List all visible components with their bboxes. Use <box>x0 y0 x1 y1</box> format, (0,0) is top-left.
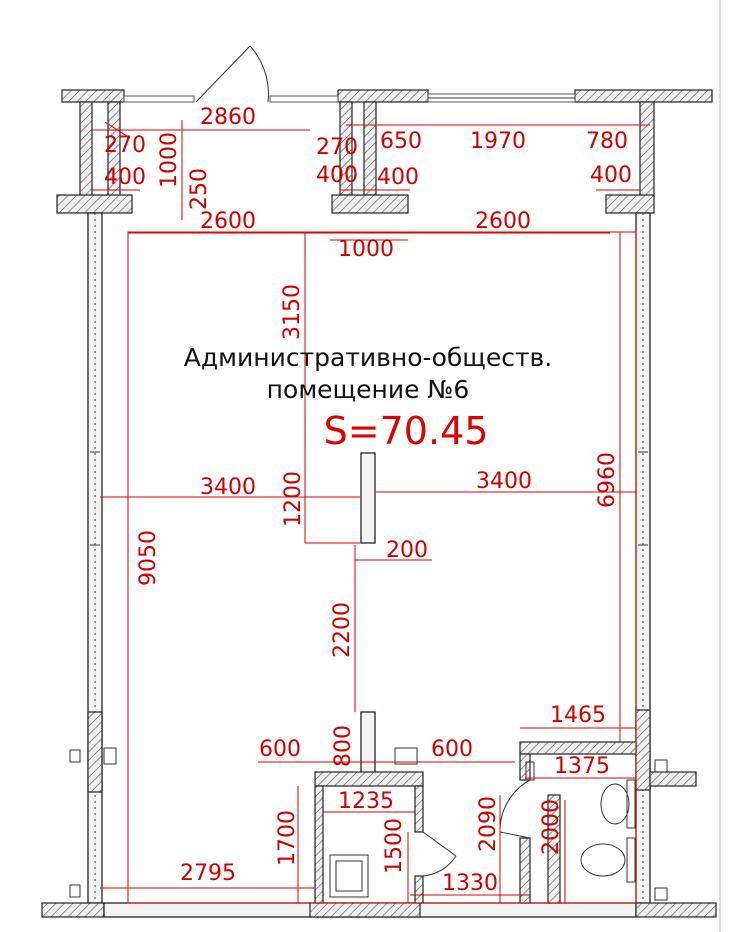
dim-270-left: 270 <box>104 133 146 158</box>
toilet-bowl-2 <box>580 843 626 877</box>
ledge-left <box>56 194 133 214</box>
dim-2600-left: 2600 <box>200 209 256 234</box>
dim-3400-right: 3400 <box>476 469 532 494</box>
dim-400-mid-right: 400 <box>377 165 419 190</box>
bottom-wall-right <box>635 902 717 918</box>
dimension-lines <box>92 120 650 903</box>
dim-270-mid: 270 <box>316 135 358 160</box>
dim-250-vertical: 250 <box>187 168 212 210</box>
room-name-line2: помещение №6 <box>267 375 470 404</box>
dim-1375: 1375 <box>554 754 610 779</box>
partitions <box>314 452 637 904</box>
dim-780: 780 <box>586 129 628 154</box>
column-marker-right <box>654 759 668 773</box>
dim-1000-vertical: 1000 <box>157 132 182 188</box>
dim-1235: 1235 <box>338 789 394 814</box>
column-marker-left <box>69 749 81 763</box>
dim-2200: 2200 <box>330 602 355 658</box>
bathroom-top-wall <box>314 771 424 787</box>
dim-3400-left: 3400 <box>200 475 256 500</box>
bathroom-door-leaf <box>422 831 457 857</box>
ledge-right <box>605 194 655 214</box>
pier-left-outer <box>79 101 93 198</box>
dim-600-left: 600 <box>259 737 301 762</box>
dim-3150: 3150 <box>280 284 305 340</box>
dim-800: 800 <box>331 725 356 767</box>
dim-1700: 1700 <box>275 810 300 866</box>
pier-right <box>639 101 655 198</box>
toilet-tank-1 <box>626 779 636 829</box>
dim-400-left: 400 <box>104 165 146 190</box>
dim-1465: 1465 <box>550 703 606 728</box>
dim-2000: 2000 <box>539 799 564 855</box>
dim-1200: 1200 <box>281 471 306 527</box>
top-wall <box>61 45 713 103</box>
dim-2090: 2090 <box>476 796 501 852</box>
column-marker-left2 <box>103 747 117 765</box>
dim-1500: 1500 <box>382 818 407 874</box>
dim-9050: 9050 <box>136 530 161 586</box>
dim-1330: 1330 <box>442 871 498 896</box>
room-name-line1: Административно-обществ. <box>184 343 552 372</box>
pier-mid-right <box>363 101 377 196</box>
bathroom-left-wall <box>314 785 324 904</box>
dimension-labels: 2860 270 1000 400 250 270 650 1970 780 4… <box>104 105 632 896</box>
right-wall-ledge <box>649 771 697 787</box>
window-top-mid <box>269 95 339 103</box>
bottom-wall-mid <box>309 902 421 918</box>
fixture-small <box>394 747 418 765</box>
toilet-tank-2 <box>626 837 636 883</box>
left-wall-pier <box>87 711 103 793</box>
dim-2795: 2795 <box>180 861 236 886</box>
dim-200: 200 <box>386 538 428 563</box>
dim-400-right: 400 <box>590 163 632 188</box>
central-partition <box>360 452 376 544</box>
dim-600-right: 600 <box>431 737 473 762</box>
toilet-left-wall-bottom <box>519 837 531 904</box>
toilet-bowl-1 <box>600 783 630 825</box>
right-wall-pier <box>635 709 651 791</box>
sink-fixture <box>329 854 369 898</box>
top-wall-right-cap <box>574 89 713 103</box>
dim-6960: 6960 <box>595 452 620 508</box>
toilet-left-wall-top <box>519 753 531 781</box>
top-wall-mid-cap <box>337 89 429 103</box>
entrance-door-leaf <box>195 45 251 103</box>
top-wall-left-cap <box>61 89 125 103</box>
toilet-top-wall <box>519 741 637 755</box>
room-area: S=70.45 <box>324 409 489 453</box>
entrance-door-swing <box>249 45 269 103</box>
window-top-left <box>123 95 195 103</box>
bottom-wall <box>41 902 717 918</box>
dim-1000-horizontal: 1000 <box>338 237 394 262</box>
bathroom-partition-top <box>360 711 376 775</box>
bathroom-right-wall-bottom <box>414 875 424 904</box>
ledge-mid <box>331 194 409 214</box>
bathroom-right-wall-top <box>414 785 424 833</box>
dim-2600-right: 2600 <box>475 209 531 234</box>
dim-400-mid-left: 400 <box>316 163 358 188</box>
dim-2860: 2860 <box>200 105 256 130</box>
dim-1970: 1970 <box>470 129 526 154</box>
dim-650: 650 <box>380 129 422 154</box>
bottom-wall-left <box>41 902 105 918</box>
